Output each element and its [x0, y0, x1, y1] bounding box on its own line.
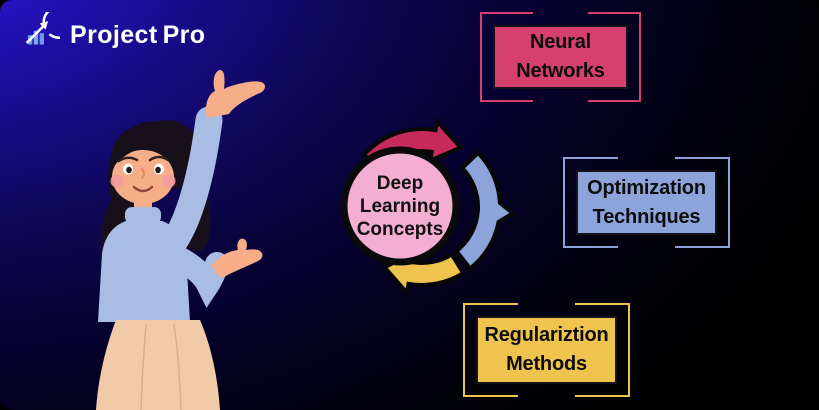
box-label-line2: Networks	[516, 60, 605, 82]
eyebrows	[117, 155, 170, 163]
bangs	[110, 125, 175, 170]
box-label: Optimization Techniques	[576, 170, 717, 235]
right-pupil	[155, 166, 161, 174]
center-label-line3: Concepts	[357, 219, 444, 240]
left-pupil	[126, 166, 132, 174]
deep-learning-cycle-diagram: Deep Learning Concepts	[340, 116, 517, 298]
center-label-line1: Deep	[377, 173, 423, 194]
box-label-line1: Neural	[529, 31, 592, 53]
left-blush	[110, 174, 124, 188]
concept-box-neural-networks: Neural Networks	[480, 12, 641, 102]
box-label: Neural Networks	[493, 25, 628, 89]
lower-hand	[212, 238, 263, 278]
turtleneck-collar	[125, 207, 161, 224]
box-label: Regulariztion Methods	[476, 316, 617, 384]
brand-name-right: Pro	[162, 20, 206, 49]
raised-hand	[205, 70, 266, 118]
right-blush	[162, 174, 176, 188]
smile	[132, 185, 154, 193]
center-circle	[340, 146, 460, 266]
woman-illustration	[96, 70, 266, 410]
concept-box-regularization-methods: Regulariztion Methods	[463, 303, 630, 397]
box-label-line1: Optimization	[587, 176, 706, 199]
box-label-line1: Regulariztion	[484, 324, 609, 346]
skirt	[96, 320, 220, 410]
box-label-line2: Techniques	[592, 205, 701, 228]
skirt-fold-lines	[140, 323, 182, 410]
center-label-line2: Learning	[360, 196, 440, 217]
raised-arm-sleeve	[160, 106, 223, 256]
bar-chart-growth-icon	[26, 12, 60, 45]
box-label-line2: Methods	[506, 353, 587, 375]
brand-name-left: Project	[70, 20, 158, 49]
concept-box-optimization-techniques: Optimization Techniques	[563, 157, 730, 248]
ring-segment-optimization-techniques	[453, 149, 517, 272]
nose	[141, 168, 145, 179]
